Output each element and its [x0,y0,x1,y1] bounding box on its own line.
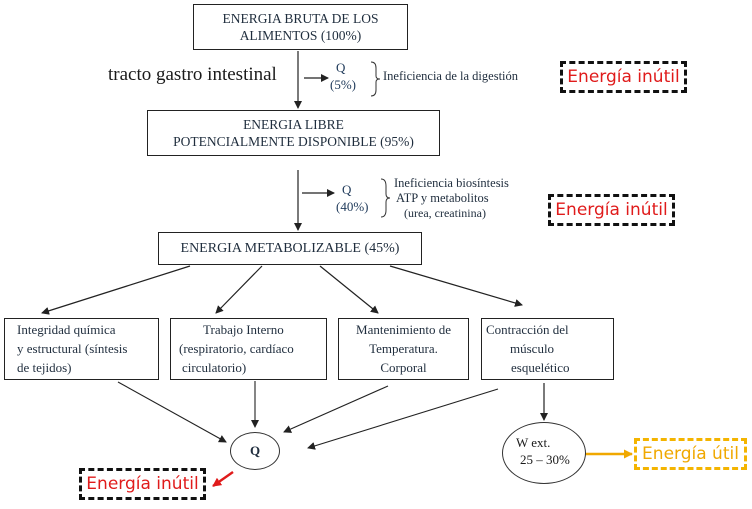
node-external-work-line2: 25 – 30% [520,452,570,467]
arrow-metab-to-internal [215,265,263,314]
arrow-metab-to-temperature [319,265,379,314]
loss1-q: Q [336,60,346,75]
gi-tract-label: tracto gastro intestinal [108,64,277,85]
node-muscle-contraction-line2: músculo [510,341,555,356]
loss1-percent: (5%) [330,77,356,92]
node-external-work: W ext. 25 – 30% [502,422,586,484]
arrow-contraction-to-q [307,388,499,450]
node-external-work-line1: W ext. [516,435,551,450]
loss1-description: Ineficiencia de la digestión [383,69,519,83]
arrow-integrity-to-q [117,381,227,443]
arrow-metab-to-integrity [41,265,191,315]
node-muscle-contraction: Contracción del músculo esquelético [481,318,614,380]
node-gross-energy-line1: ENERGIA BRUTA DE LOS [222,11,379,26]
loss2-percent: (40%) [336,199,369,214]
node-free-energy-line1: ENERGIA LIBRE [243,117,344,132]
arrow-q-to-useless [212,471,234,487]
loss2-description-2: ATP y metabolitos [396,191,489,205]
arrow-temperature-to-q [283,385,389,433]
loss2-q: Q [342,182,352,197]
node-internal-work-line2: (respiratorio, cardíaco [179,341,294,356]
node-muscle-contraction-line3: esquelético [511,360,570,375]
node-body-temperature-line2: Temperatura. [369,341,438,356]
node-heat-label: Q [249,443,261,458]
brace-loss1 [370,61,381,97]
tag-useless-energy-1: Energía inútil [560,61,687,93]
node-muscle-contraction-line1: Contracción del [486,322,569,337]
loss2-description-3: (urea, creatinina) [404,206,486,220]
node-chemical-integrity: Integridad química y estructural (síntes… [4,318,159,380]
arrow-metab-to-contraction [389,265,523,307]
node-heat: Q [230,432,280,470]
tag-useful-energy: Energía útil [634,438,747,470]
node-body-temperature: Mantenimiento de Temperatura. Corporal [338,318,469,380]
node-internal-work-line3: circulatorio) [182,360,247,375]
node-gross-energy-line2: ALIMENTOS (100%) [239,28,362,43]
node-chemical-integrity-line3: de tejidos) [17,360,72,375]
loss2-description-1: Ineficiencia biosíntesis [394,176,509,190]
node-body-temperature-line3: Corporal [380,360,427,375]
tag-useless-energy-2: Energía inútil [548,194,675,226]
node-free-energy: ENERGIA LIBRE POTENCIALMENTE DISPONIBLE … [147,110,440,156]
brace-loss2 [380,178,391,218]
node-body-temperature-line1: Mantenimiento de [356,322,451,337]
node-chemical-integrity-line2: y estructural (síntesis [17,341,128,356]
node-metabolizable-energy: ENERGIA METABOLIZABLE (45%) [158,232,422,265]
node-gross-energy: ENERGIA BRUTA DE LOS ALIMENTOS (100%) [193,4,408,50]
node-free-energy-line2: POTENCIALMENTE DISPONIBLE (95%) [173,134,414,149]
tag-useless-energy-3: Energía inútil [79,468,206,500]
node-chemical-integrity-line1: Integridad química [17,322,116,337]
node-internal-work: Trabajo Interno (respiratorio, cardíaco … [170,318,327,380]
node-internal-work-line1: Trabajo Interno [203,322,284,337]
